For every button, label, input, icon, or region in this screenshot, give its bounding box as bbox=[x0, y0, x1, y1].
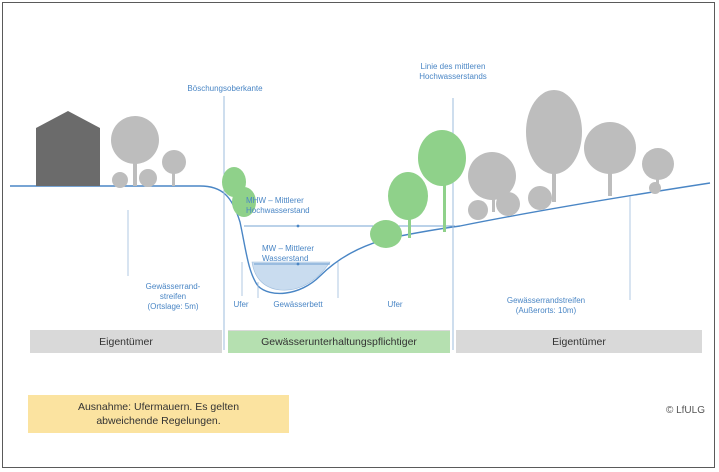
band-gewaesserunterhaltung: Gewässerunterhaltungspflichtiger bbox=[228, 330, 450, 353]
label-randstreifen-left: Gewässerrand- streifen (Ortslage: 5m) bbox=[145, 282, 201, 311]
label-randstreifen-right: Gewässerrandstreifen (Außerorts: 10m) bbox=[506, 296, 586, 315]
tree-gray-icon bbox=[111, 116, 186, 188]
label-ufer-left: Ufer bbox=[233, 300, 249, 309]
ground-profile bbox=[10, 182, 711, 295]
label-boeschungsoberkante: Böschungsoberkante bbox=[187, 84, 263, 93]
band-eigentuemer-left: Eigentümer bbox=[30, 330, 222, 353]
tree-green-icon bbox=[222, 167, 256, 217]
diagram-frame bbox=[2, 2, 715, 468]
water-body bbox=[251, 261, 331, 291]
copyright-label: © LfULG bbox=[665, 405, 705, 416]
label-gewaesserbett: Gewässerbett bbox=[273, 300, 323, 309]
band-eigentuemer-right: Eigentümer bbox=[456, 330, 702, 353]
house-icon bbox=[36, 111, 100, 186]
label-mw: MW – Mittlerer Wasserstand bbox=[262, 244, 314, 263]
tree-green-icon bbox=[370, 130, 466, 248]
tree-gray-icon bbox=[468, 90, 674, 220]
mw-marker bbox=[296, 262, 300, 266]
mhw-marker bbox=[296, 224, 300, 228]
exception-note: Ausnahme: Ufermauern. Es gelten abweiche… bbox=[28, 395, 289, 433]
label-hochwasserlinie: Linie des mittleren Hochwasserstands bbox=[419, 62, 487, 81]
label-mhw: MHW – Mittlerer Hochwasserstand bbox=[246, 196, 310, 215]
label-ufer-right-text: Ufer bbox=[387, 300, 403, 309]
